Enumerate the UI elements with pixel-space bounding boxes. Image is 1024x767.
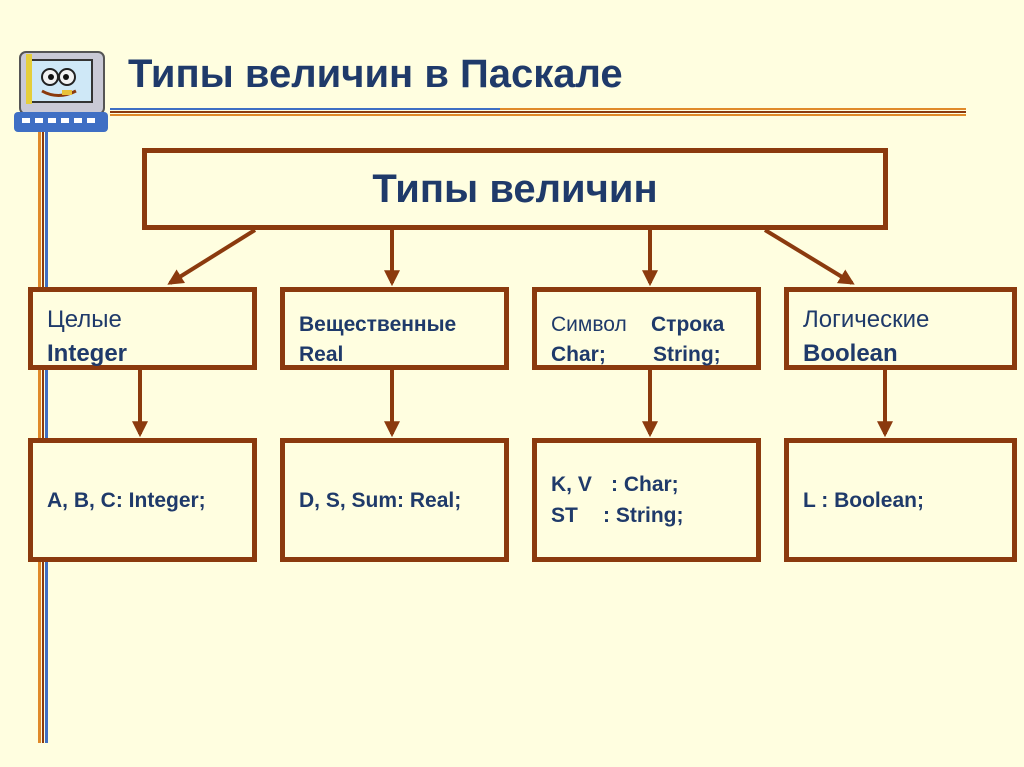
type-node-real: Вещественные Real bbox=[280, 287, 509, 370]
page-title: Типы величин в Паскале bbox=[128, 52, 623, 96]
declaration-char-type: : Char; bbox=[611, 473, 679, 496]
declaration-node-boolean: L : Boolean; bbox=[784, 438, 1017, 562]
type-node-string-keyword: String; bbox=[653, 343, 721, 366]
root-node: Типы величин bbox=[142, 148, 888, 230]
type-node-char-keyword: Char; bbox=[551, 343, 606, 366]
type-node-char-name: Символ bbox=[551, 313, 627, 336]
declaration-node-real: D, S, Sum: Real; bbox=[280, 438, 509, 562]
declaration-char-line: K, V : Char; bbox=[551, 469, 756, 500]
type-node-char-string-keywords: Char; String; bbox=[551, 340, 756, 370]
arrow-root-to-integer bbox=[167, 228, 257, 285]
type-node-integer-name: Целые bbox=[47, 306, 122, 333]
computer-icon bbox=[14, 51, 108, 132]
type-node-boolean-keyword: Boolean bbox=[803, 340, 898, 367]
vertical-rule bbox=[38, 128, 48, 743]
type-node-char-string: Символ Строка Char; String; bbox=[532, 287, 761, 370]
declaration-string-variables: ST bbox=[551, 504, 578, 527]
type-node-real-keyword: Real bbox=[299, 343, 344, 366]
declaration-boolean-text: L : Boolean; bbox=[803, 488, 924, 512]
declaration-string-type: : String; bbox=[603, 504, 684, 527]
type-node-integer-keyword: Integer bbox=[47, 340, 128, 367]
type-node-char-string-names: Символ Строка bbox=[551, 310, 756, 340]
type-node-boolean: Логические Boolean bbox=[784, 287, 1017, 370]
declaration-string-line: ST : String; bbox=[551, 500, 756, 531]
type-node-integer: Целые Integer bbox=[28, 287, 257, 370]
declaration-real-text: D, S, Sum: Real; bbox=[299, 488, 462, 512]
declaration-node-char-string: K, V : Char; ST : String; bbox=[532, 438, 761, 562]
declaration-char-variables: K, V bbox=[551, 473, 592, 496]
declaration-integer-text: A, B, C: Integer; bbox=[47, 488, 206, 512]
type-node-boolean-name: Логические bbox=[803, 306, 930, 333]
type-node-string-name: Строка bbox=[651, 313, 725, 336]
type-node-real-name: Вещественные bbox=[299, 313, 457, 336]
title-underline bbox=[110, 108, 966, 116]
arrow-root-to-boolean bbox=[763, 228, 855, 285]
declaration-node-integer: A, B, C: Integer; bbox=[28, 438, 257, 562]
root-node-label: Типы величин bbox=[372, 166, 658, 211]
